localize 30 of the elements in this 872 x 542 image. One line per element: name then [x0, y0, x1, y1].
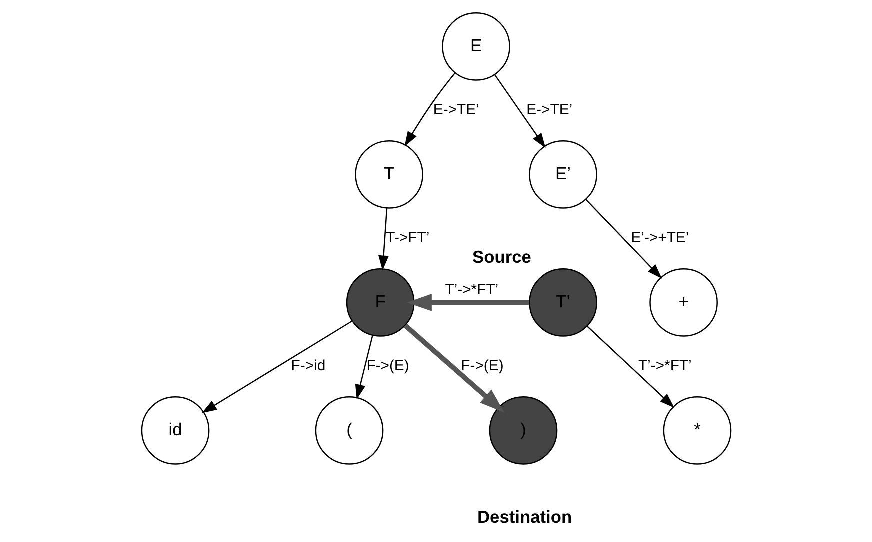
arrow: [202, 320, 352, 414]
arrow: [354, 335, 373, 400]
node-circle: +: [649, 268, 718, 337]
arrow: [494, 74, 546, 148]
node-circle: E’: [528, 140, 597, 209]
node-label: Destination: [477, 506, 572, 527]
edge-label: T’->*FT’: [638, 358, 692, 375]
node-circle: F: [346, 268, 414, 337]
arrow: [586, 326, 674, 408]
edge-label: F->(E): [366, 358, 409, 375]
edge-label: F->id: [290, 358, 326, 375]
edge-label: E->TE’: [526, 102, 572, 119]
node-circle: T: [354, 140, 423, 209]
arrow: [406, 294, 529, 312]
arrow: [404, 72, 456, 147]
node-circle: E: [442, 12, 510, 81]
arrow: [378, 208, 388, 271]
edge-label: F->(E): [460, 358, 504, 375]
edge-label: E->TE’: [432, 102, 479, 119]
node-circle: T’: [528, 268, 597, 337]
node-label: Source: [472, 247, 531, 268]
edge-label: E’->+TE’: [630, 230, 689, 247]
arrow: [403, 324, 504, 413]
node-circle: ): [488, 396, 558, 465]
edge-label: T->FT’: [386, 230, 430, 247]
node-circle: (: [314, 396, 384, 465]
edge-label: T’->*FT’: [444, 282, 498, 299]
node-circle: *: [662, 396, 732, 465]
arrow: [584, 199, 662, 279]
node-circle: id: [140, 396, 210, 465]
